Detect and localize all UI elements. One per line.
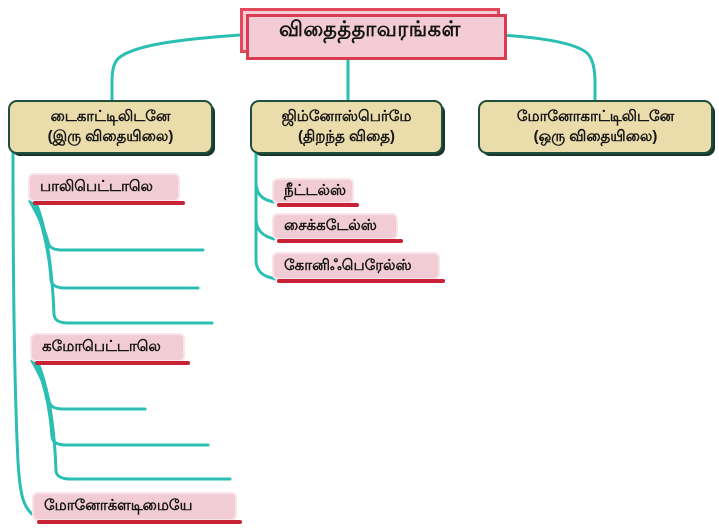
node-monocotyledonae-subtitle: (ஒரு விதையிலை)	[533, 128, 658, 145]
node-gamopetalae-label: கமோபெட்டாலெ	[42, 338, 161, 355]
node-monocotyledonae-name: மோனோகாட்டிலிடனே	[516, 107, 675, 125]
empty-branch-line	[36, 361, 232, 481]
node-monochlamydeae: மோனோக்ளடிமையே	[32, 492, 242, 524]
empty-branch-line	[33, 360, 210, 447]
node-dicotyledonae: டைகாட்டிலிடனே (இரு விதையிலை)	[8, 100, 213, 154]
connector-root-to-dicotyledonae	[110, 33, 242, 103]
node-cycadales-label: சைக்கடேல்ஸ்	[284, 217, 377, 234]
connector-root-to-monocotyledonae	[498, 33, 597, 103]
node-coniferales-label: கோனிஃபெரேல்ஸ்	[284, 256, 412, 274]
node-gnetales-label: நீட்டல்ஸ்	[284, 181, 347, 199]
connector-gymno-to-gnetales	[254, 182, 276, 204]
empty-branch-line	[34, 201, 214, 325]
root-node-label: விதைத்தாவரங்கள்	[279, 17, 461, 41]
node-cycadales: சைக்கடேல்ஸ்	[272, 213, 403, 243]
node-gymnospermae-name: ஜிம்னோஸ்பெர்மே	[281, 107, 412, 125]
node-gymnospermae-subtitle: (திறந்த விதை)	[297, 128, 396, 145]
connector-gymno-to-cycadales	[254, 218, 276, 241]
node-coniferales: கோனிஃபெரேல்ஸ்	[272, 252, 445, 283]
root-node-seed-plants: விதைத்தாவரங்கள்	[240, 8, 507, 60]
connector-gymno-trunk	[254, 150, 277, 281]
node-polypetalae-label: பாலிபெட்டாலெ	[40, 178, 153, 195]
node-gamopetalae: கமோபெட்டாலெ	[30, 333, 190, 365]
empty-branch-line	[31, 200, 200, 290]
connector-dicot-trunk	[11, 150, 34, 516]
node-gnetales: நீட்டல்ஸ்	[272, 178, 359, 207]
node-polypetalae: பாலிபெட்டாலெ	[28, 173, 185, 205]
node-dicotyledonae-name: டைகாட்டிலிடனே	[50, 107, 171, 125]
node-dicotyledonae-subtitle: (இரு விதையிலை)	[47, 128, 174, 145]
node-gymnospermae: ஜிம்னோஸ்பெர்மே (திறந்த விதை)	[250, 100, 443, 154]
node-monocotyledonae: மோனோகாட்டிலிடனே (ஒரு விதையிலை)	[478, 100, 713, 154]
empty-branch-line	[28, 199, 205, 252]
node-monochlamydeae-label: மோனோக்ளடிமையே	[44, 497, 193, 514]
